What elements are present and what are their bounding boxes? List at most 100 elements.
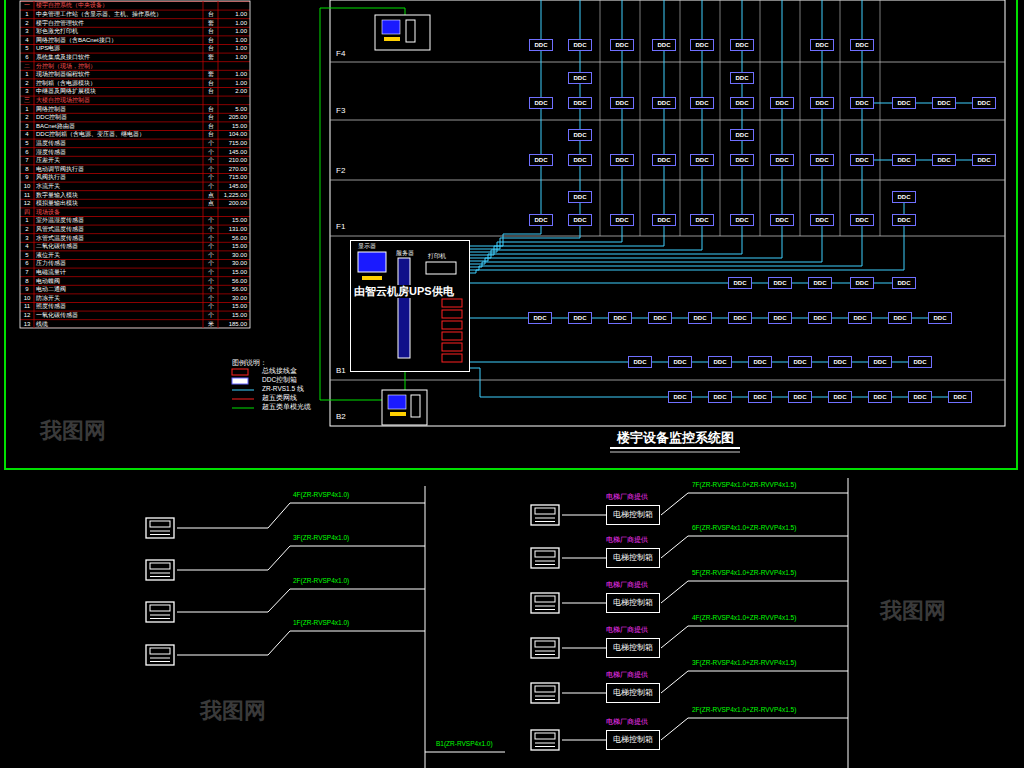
bus-line bbox=[904, 203, 905, 214]
ddc-label: DDC bbox=[874, 357, 887, 367]
ddc-box: DDC bbox=[648, 312, 672, 324]
table-cell: 水流开关 bbox=[36, 183, 60, 189]
ddc-label: DDC bbox=[634, 357, 647, 367]
bus-line bbox=[732, 362, 748, 363]
bus-connector bbox=[712, 318, 728, 319]
device-icon bbox=[531, 730, 559, 750]
bus-connector bbox=[580, 51, 581, 72]
table-cell: 2 bbox=[20, 226, 34, 232]
bus-line bbox=[470, 318, 528, 319]
table-cell: 5 bbox=[20, 45, 34, 51]
sheet-frame bbox=[5, 0, 1017, 469]
bus-connector bbox=[956, 160, 972, 161]
device-icon bbox=[531, 548, 559, 568]
cable-leaders bbox=[562, 493, 848, 740]
bus-line bbox=[541, 109, 542, 154]
junction-box bbox=[442, 332, 462, 340]
table-cell: 网络控制器 bbox=[36, 106, 66, 112]
bus-line bbox=[470, 226, 862, 270]
bus-connector bbox=[852, 362, 868, 363]
ddc-label: DDC bbox=[854, 313, 867, 323]
bus-line bbox=[956, 103, 972, 104]
table-cell: 15.00 bbox=[218, 243, 247, 249]
bus-line bbox=[470, 368, 668, 397]
bus-line bbox=[932, 397, 948, 398]
ddc-box: DDC bbox=[690, 39, 714, 51]
ddc-label: DDC bbox=[534, 313, 547, 323]
bus-connector bbox=[782, 109, 783, 154]
ddc-box: DDC bbox=[568, 154, 592, 166]
supplier-note: 电梯厂商提供 bbox=[606, 718, 648, 726]
bus-connector bbox=[470, 226, 664, 255]
bus-connector bbox=[470, 226, 904, 273]
ddc-box: DDC bbox=[770, 97, 794, 109]
table-cell: 个 bbox=[203, 140, 218, 146]
ddc-label: DDC bbox=[736, 215, 749, 225]
ddc-label: DDC bbox=[658, 40, 671, 50]
bus-line bbox=[874, 103, 892, 104]
table-cell: 电动蝶阀 bbox=[36, 278, 60, 284]
bus-line bbox=[812, 397, 828, 398]
ddc-label: DDC bbox=[535, 155, 548, 165]
ddc-label: DDC bbox=[535, 40, 548, 50]
bus-connector bbox=[470, 226, 822, 267]
ddc-label: DDC bbox=[535, 98, 548, 108]
keyboard-icon bbox=[390, 412, 406, 416]
ddc-box: DDC bbox=[828, 391, 852, 403]
supplier-note: 电梯厂商提供 bbox=[606, 493, 648, 501]
cable-label: 5F(ZR-RVSP4x1.0+ZR-RVVP4x1.5) bbox=[692, 570, 796, 577]
bus-line bbox=[664, 166, 665, 214]
ddc-box: DDC bbox=[850, 214, 874, 226]
bus-connector bbox=[664, 109, 665, 154]
bus-connector bbox=[956, 103, 972, 104]
table-cell: 电动调节阀执行器 bbox=[36, 166, 84, 172]
table-cell: 套 bbox=[203, 20, 218, 26]
table-cell: 一氧化碳传感器 bbox=[36, 312, 78, 318]
ddc-box: DDC bbox=[728, 277, 752, 289]
bus-line bbox=[832, 283, 850, 284]
table-cell: 台 bbox=[203, 131, 218, 137]
bus-line bbox=[702, 166, 703, 214]
ddc-box: DDC bbox=[850, 154, 874, 166]
table-cell: 个 bbox=[203, 260, 218, 266]
junction-box bbox=[442, 354, 462, 362]
table-cell: 台 bbox=[203, 45, 218, 51]
ddc-label: DDC bbox=[616, 40, 629, 50]
ddc-label: DDC bbox=[658, 215, 671, 225]
ddc-box: DDC bbox=[770, 154, 794, 166]
junction-box bbox=[442, 321, 462, 329]
ddc-label: DDC bbox=[614, 313, 627, 323]
ddc-box: DDC bbox=[810, 97, 834, 109]
ddc-box: DDC bbox=[529, 97, 553, 109]
table-cell: BACnet路由器 bbox=[36, 123, 75, 129]
table-cell: 点 bbox=[203, 200, 218, 206]
ddc-box: DDC bbox=[568, 191, 592, 203]
riser-lines bbox=[541, 0, 862, 97]
ddc-box: DDC bbox=[892, 191, 916, 203]
box-label: 电梯控制箱 bbox=[613, 639, 653, 657]
table-cell: 个 bbox=[203, 149, 218, 155]
ddc-label: DDC bbox=[696, 215, 709, 225]
ddc-box: DDC bbox=[972, 154, 996, 166]
ddc-label: DDC bbox=[856, 98, 869, 108]
ddc-label: DDC bbox=[574, 155, 587, 165]
ddc-label: DDC bbox=[736, 73, 749, 83]
ddc-label: DDC bbox=[574, 215, 587, 225]
ddc-label: DDC bbox=[658, 155, 671, 165]
bus-connector bbox=[692, 362, 708, 363]
ddc-label: DDC bbox=[898, 155, 911, 165]
ddc-box: DDC bbox=[892, 154, 916, 166]
ddc-box: DDC bbox=[828, 356, 852, 368]
ddc-box: DDC bbox=[610, 39, 634, 51]
bus-connector bbox=[622, 51, 623, 97]
bus-connector bbox=[702, 109, 703, 154]
table-cell: 点 bbox=[203, 192, 218, 198]
legend-sample bbox=[232, 369, 248, 375]
bus-line bbox=[470, 226, 702, 258]
legend-sample bbox=[232, 378, 248, 384]
table-cell: 30.00 bbox=[218, 295, 247, 301]
ddc-label: DDC bbox=[776, 155, 789, 165]
device-label: 打印机 bbox=[428, 253, 446, 259]
ddc-box: DDC bbox=[868, 391, 892, 403]
